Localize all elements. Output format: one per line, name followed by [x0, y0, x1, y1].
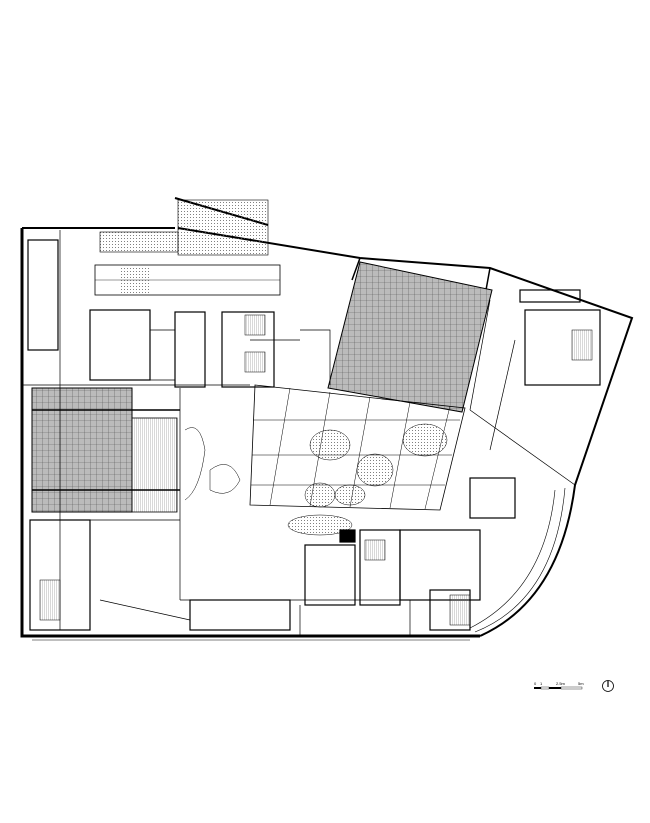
glazed-roof: [184, 261, 493, 536]
interior-walls: [22, 230, 576, 635]
left-atrium: [31, 387, 180, 513]
cores: [27, 239, 601, 631]
scale-label-2: 2.5m: [556, 681, 566, 686]
scale-bar: 0 1 2.5m 5m: [534, 681, 584, 690]
stair-hatches: [39, 314, 593, 626]
scale-label-3: 5m: [578, 681, 584, 686]
scale-label-1: 1: [540, 681, 543, 686]
scale-label-0: 0: [534, 681, 537, 686]
north-arrow-icon: [602, 680, 614, 692]
top-terrace: [94, 199, 281, 296]
